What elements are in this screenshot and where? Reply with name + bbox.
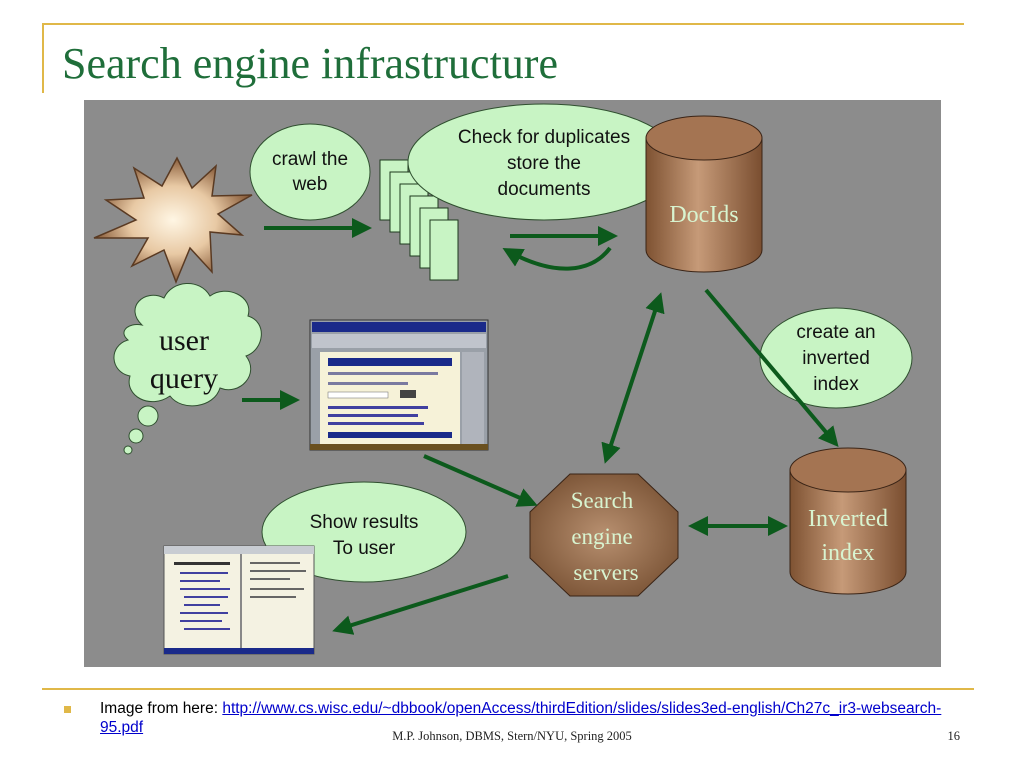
results-label-2: To user — [333, 538, 396, 559]
user-query-thought-bubble — [113, 283, 262, 455]
inverted-index-label-1: Inverted — [808, 506, 888, 532]
arrow-servers-to-results — [332, 574, 509, 635]
document-stack-icon — [379, 159, 459, 281]
inverted-index-cylinder — [789, 447, 907, 595]
left-rule — [42, 23, 44, 93]
servers-label-3: servers — [573, 560, 638, 585]
servers-label-1: Search — [571, 488, 634, 513]
duplicates-label-2: store the — [507, 153, 581, 174]
query-page-screenshot — [309, 319, 489, 451]
crawl-bubble — [249, 123, 371, 221]
bottom-rule — [42, 688, 974, 690]
source-link[interactable]: http://www.cs.wisc.edu/~dbbook/openAcces… — [100, 700, 942, 736]
bullet-marker — [64, 706, 71, 713]
results-label-1: Show results — [310, 512, 419, 533]
docids-label: DocIds — [669, 202, 738, 228]
inverted-note-bubble — [759, 307, 913, 409]
arrow-curve-back-to-docs — [502, 246, 612, 271]
inverted-note-label-1: create an — [796, 322, 875, 343]
arrow-docids-to-index — [704, 288, 839, 448]
source-note: Image from here: http://www.cs.wisc.edu/… — [100, 699, 950, 737]
user-query-label-1: user — [159, 324, 209, 357]
servers-label-2: engine — [571, 524, 632, 549]
results-page-screenshot — [163, 545, 315, 655]
slide-title: Search engine infrastructure — [62, 39, 558, 88]
web-starburst — [93, 156, 253, 285]
duplicates-label-1: Check for duplicates — [458, 127, 630, 148]
search-servers-octagon — [529, 473, 679, 597]
inverted-note-label-2: inverted — [802, 348, 870, 369]
arrow-page-to-servers — [423, 454, 538, 507]
crawl-label-2: web — [292, 174, 328, 195]
docids-cylinder — [645, 115, 763, 273]
search-engine-diagram: crawl the web Check for duplicates store… — [84, 100, 941, 667]
duplicates-label-3: documents — [498, 179, 591, 200]
top-rule — [42, 23, 964, 25]
page-number: 16 — [947, 729, 961, 743]
inverted-note-label-3: index — [813, 374, 859, 395]
arrow-docids-servers-bidirectional — [601, 292, 665, 464]
user-query-label-2: query — [150, 362, 218, 395]
slide-footer: M.P. Johnson, DBMS, Stern/NYU, Spring 20… — [392, 729, 632, 743]
source-prefix: Image from here: — [100, 700, 223, 717]
crawl-label-1: crawl the — [272, 149, 348, 170]
inverted-index-label-2: index — [821, 540, 874, 566]
